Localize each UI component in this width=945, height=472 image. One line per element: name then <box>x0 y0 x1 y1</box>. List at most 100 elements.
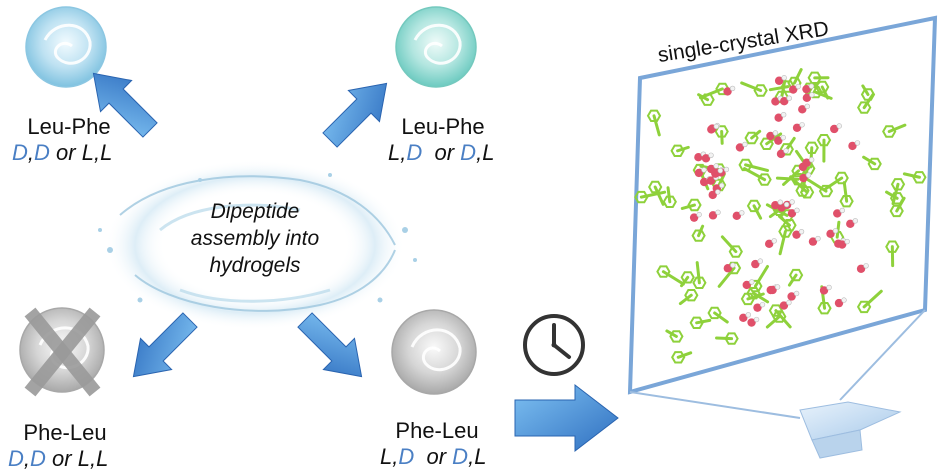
hydrogen-atom <box>781 75 787 81</box>
oxygen-atom <box>771 201 780 210</box>
oxygen-atom <box>808 237 818 246</box>
oxygen-atom <box>751 259 760 269</box>
hydrogen-atom <box>786 95 792 101</box>
ring <box>691 229 706 242</box>
hydrogen-atom <box>774 284 781 290</box>
bond <box>652 114 661 137</box>
hydrogen-atom <box>749 279 755 285</box>
ring <box>753 84 768 97</box>
ring <box>890 178 906 191</box>
oxygen-atom <box>802 158 811 167</box>
bond <box>753 264 769 288</box>
ring <box>669 330 684 343</box>
bottom-right-stereo: L,D or D,L <box>380 444 487 469</box>
bond <box>768 85 790 92</box>
bond <box>695 261 701 285</box>
center-line-1: Dipeptide <box>210 200 300 223</box>
ring <box>882 125 897 138</box>
ring <box>662 195 677 208</box>
arrow-up-left-icon <box>92 72 158 138</box>
hydrogen-atom <box>804 103 810 110</box>
hydrogen-atom <box>826 284 832 291</box>
bond <box>751 291 770 304</box>
ring <box>778 225 793 238</box>
oxygen-atom <box>774 113 783 122</box>
cross-icon <box>24 307 101 397</box>
oxygen-atom <box>802 93 812 103</box>
ring <box>656 265 671 278</box>
hydrogen-atom <box>808 83 815 89</box>
bond <box>824 176 844 191</box>
hydrogen-atom <box>730 262 736 268</box>
bottom-left-stereo: D,D or L,L <box>8 446 109 471</box>
hydrogen-atom <box>809 92 815 98</box>
ring <box>684 289 699 302</box>
center-line-3: hydrogels <box>209 254 301 277</box>
ring <box>912 171 927 184</box>
bond <box>744 163 770 172</box>
oxygen-atom <box>707 125 716 134</box>
oxygen-atom <box>742 280 751 290</box>
oxygen-atom <box>766 131 775 141</box>
center-line-2: assembly into <box>190 227 320 250</box>
ring <box>782 219 797 232</box>
oxygen-atom <box>787 292 796 301</box>
hydrogen-atom <box>841 297 847 303</box>
top-left-name: Leu-Phe <box>27 114 111 139</box>
ring <box>744 131 759 145</box>
hydrogen-atom <box>715 209 721 216</box>
oxygen-atom <box>723 87 732 96</box>
ring <box>816 134 832 147</box>
ring <box>804 141 819 154</box>
top-right-stereo: L,D or D,L <box>388 140 495 165</box>
clock-icon <box>523 314 585 376</box>
ring <box>671 351 686 364</box>
bond <box>902 172 921 179</box>
oxygen-atom <box>819 286 829 295</box>
bottom-left-name: Phe-Leu <box>23 420 107 445</box>
bond <box>895 196 906 213</box>
hydrogen-atom <box>795 83 801 90</box>
oxygen-atom <box>694 152 703 162</box>
hydrogen-atom <box>805 172 812 178</box>
bond <box>678 293 693 306</box>
oxygen-atom <box>774 76 784 85</box>
ring <box>700 93 715 106</box>
oxygen-atom <box>833 209 842 218</box>
gel-vial-icon <box>395 6 477 88</box>
bottom-right-name: Phe-Leu <box>395 418 479 443</box>
ring <box>692 276 707 289</box>
oxygen-atom <box>799 173 808 183</box>
oxygen-atom <box>764 239 774 249</box>
ring <box>768 304 784 317</box>
arrow-right-icon <box>514 383 619 453</box>
hydrogen-atom <box>815 235 821 242</box>
bond <box>713 311 729 324</box>
hydrogen-atom <box>739 210 745 216</box>
hydrogen-atom <box>777 199 784 205</box>
oxygen-atom <box>711 169 720 178</box>
hydrogen-atom <box>742 141 748 148</box>
center-caption: Dipeptide assembly into hydrogels <box>185 198 325 279</box>
hydrogen-atom <box>839 207 845 214</box>
ring <box>670 144 685 157</box>
bond <box>792 68 803 85</box>
ring <box>808 85 823 99</box>
ring <box>795 184 810 197</box>
top-left-stereo: D,D or L,L <box>12 140 113 165</box>
oxygen-atom <box>689 213 699 222</box>
oxygen-atom <box>848 141 857 151</box>
hydrogen-atom <box>715 189 721 195</box>
hydrogen-atom <box>729 85 736 92</box>
hydrogen-atom <box>723 166 730 173</box>
bond <box>661 270 685 286</box>
oxygen-atom <box>723 264 733 273</box>
ring <box>867 157 882 171</box>
oxygen-atom <box>792 123 802 132</box>
ring <box>799 186 815 199</box>
water-splash-icon <box>98 160 417 330</box>
hydrogen-atom <box>701 167 707 173</box>
hydrogen-atom <box>757 258 764 264</box>
bond <box>765 315 781 329</box>
